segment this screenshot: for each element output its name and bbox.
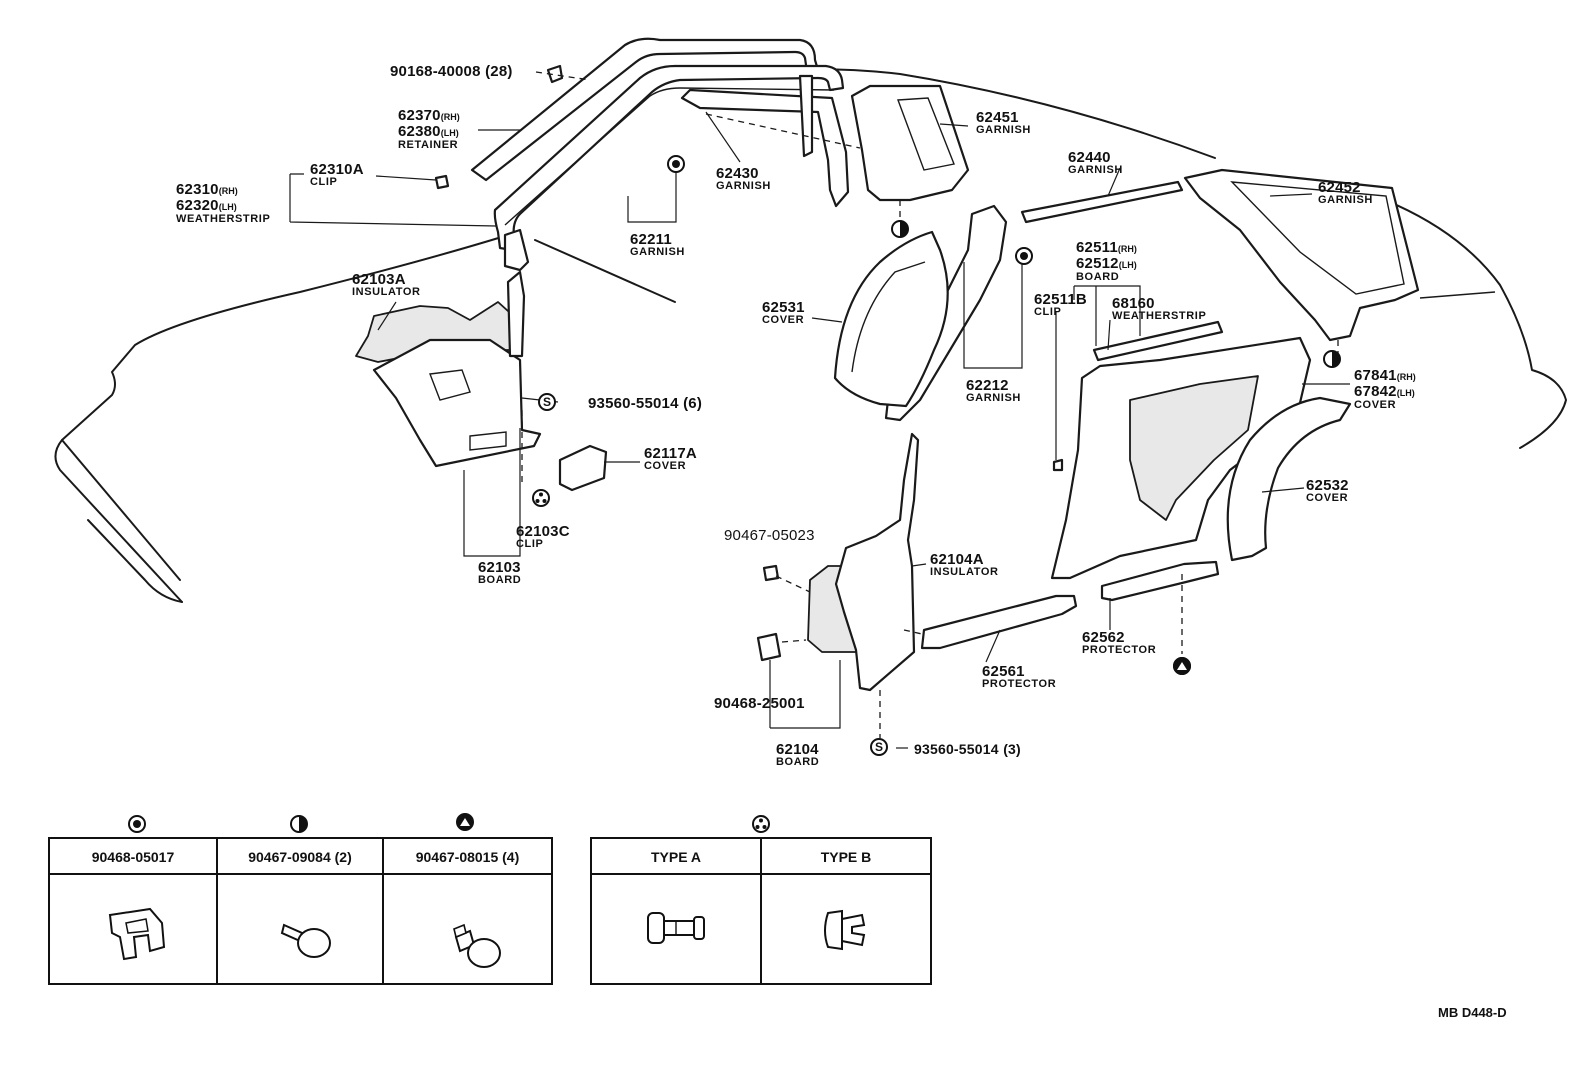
legend-col-1: 90468-05017 — [50, 839, 218, 875]
callout-67841-cover: 67841(RH) 67842(LH) COVER — [1354, 367, 1416, 411]
callout-62451-garnish: 62451 GARNISH — [976, 109, 1031, 136]
type-b-image — [762, 875, 930, 983]
type-a-header: TYPE A — [592, 839, 762, 875]
callout-62561-protector: 62561 PROTECTOR — [982, 663, 1057, 690]
type-b-header: TYPE B — [762, 839, 930, 875]
callout-62511-board: 62511(RH) 62512(LH) BOARD — [1076, 239, 1137, 283]
half-circle-icon-2 — [1323, 350, 1341, 368]
callout-weatherstrip: 62310(RH) 62320(LH) WEATHERSTRIP — [176, 181, 271, 225]
callout-62212-garnish: 62212 GARNISH — [966, 377, 1021, 404]
dot-circle-icon — [667, 155, 685, 173]
callout-93560-55014-6: 93560-55014 (6) — [588, 395, 703, 412]
callout-62104a-insulator: 62104A INSULATOR — [930, 551, 999, 578]
callout-62511b-clip: 62511B CLIP — [1034, 291, 1087, 318]
clip-90467-09084-icon — [280, 923, 331, 958]
garnish-62440 — [1020, 180, 1184, 224]
roof-weatherstrip — [470, 37, 845, 272]
clip-90467-08015-icon — [453, 923, 501, 968]
callout-68160-weatherstrip: 68160 WEATHERSTRIP — [1112, 295, 1207, 322]
screw-symbol-icon-2: S — [870, 738, 888, 756]
screw-symbol-icon: S — [538, 393, 556, 411]
legend-triangle-circle-icon — [456, 813, 474, 831]
callout-62117a-cover: 62117A COVER — [644, 445, 697, 472]
legend-col-2: 90467-09084 (2) — [218, 839, 384, 875]
callout-62440-garnish: 62440 GARNISH — [1068, 149, 1123, 176]
garnish-62452 — [1183, 168, 1420, 342]
legend-img-2 — [218, 875, 384, 983]
drawing-code: MB D448-D — [1438, 1005, 1507, 1020]
half-circle-icon — [891, 220, 909, 238]
callout-62562-protector: 62562 PROTECTOR — [1082, 629, 1157, 656]
callout-retainer: 62370(RH) 62380(LH) RETAINER — [398, 107, 460, 151]
legend-col-3: 90467-08015 (4) — [384, 839, 551, 875]
tri-dot-circle-icon — [532, 489, 550, 507]
clip-type-a-icon — [647, 912, 705, 944]
board-62103 — [355, 270, 542, 468]
tri-dot-icon — [535, 492, 547, 503]
protector-62562 — [1100, 560, 1220, 602]
dot-circle-icon-2 — [1015, 247, 1033, 265]
board-62511 — [1050, 336, 1312, 580]
legend-tri-dot-circle-icon — [752, 815, 770, 833]
fasteners — [434, 64, 1064, 662]
callout-62103c-clip: 62103C CLIP — [516, 523, 570, 550]
callout-62103a-insulator: 62103A INSULATOR — [352, 271, 421, 298]
fastener-legend-table: 90468-05017 90467-09084 (2) 90467-08015 … — [48, 837, 553, 985]
weatherstrip-68160 — [1092, 320, 1224, 362]
leader-lines — [289, 71, 1350, 749]
legend-img-1 — [50, 875, 218, 983]
callout-90168-40008: 90168-40008 (28) — [390, 63, 513, 80]
callout-62310a-clip: 62310A CLIP — [310, 161, 364, 188]
callout-62452-garnish: 62452 GARNISH — [1318, 179, 1373, 206]
protector-62561 — [920, 594, 1078, 650]
callout-93560-55014-3: 93560-55014 (3) — [914, 741, 1021, 757]
callout-62430-garnish: 62430 GARNISH — [716, 165, 771, 192]
cover-62531 — [833, 230, 949, 408]
type-a-image — [592, 875, 762, 983]
callout-62103-board: 62103 BOARD — [478, 559, 522, 586]
callout-90467-05023: 90467-05023 — [724, 527, 815, 544]
triangle-circle-fill — [1173, 657, 1191, 675]
legend-img-3 — [384, 875, 551, 983]
legend-dot-circle-icon — [128, 815, 146, 833]
legend-tri-dot-icon — [755, 818, 767, 829]
clip-type-table: TYPE A TYPE B — [590, 837, 932, 985]
cover-62532 — [1226, 396, 1352, 562]
clip-90468-05017-icon — [108, 907, 166, 961]
callout-62532-cover: 62532 COVER — [1306, 477, 1349, 504]
legend-half-circle-icon — [290, 815, 308, 833]
callout-90468-25001: 90468-25001 — [714, 695, 805, 712]
garnish-62451 — [850, 84, 970, 202]
callout-62531-cover: 62531 COVER — [762, 299, 805, 326]
callout-62211-garnish: 62211 GARNISH — [630, 231, 685, 258]
clip-type-b-icon — [824, 909, 866, 951]
board-62104 — [807, 432, 920, 692]
callout-62104-board: 62104 BOARD — [776, 741, 820, 768]
cover-62117a — [558, 444, 608, 492]
garnish-62430 — [680, 74, 850, 208]
